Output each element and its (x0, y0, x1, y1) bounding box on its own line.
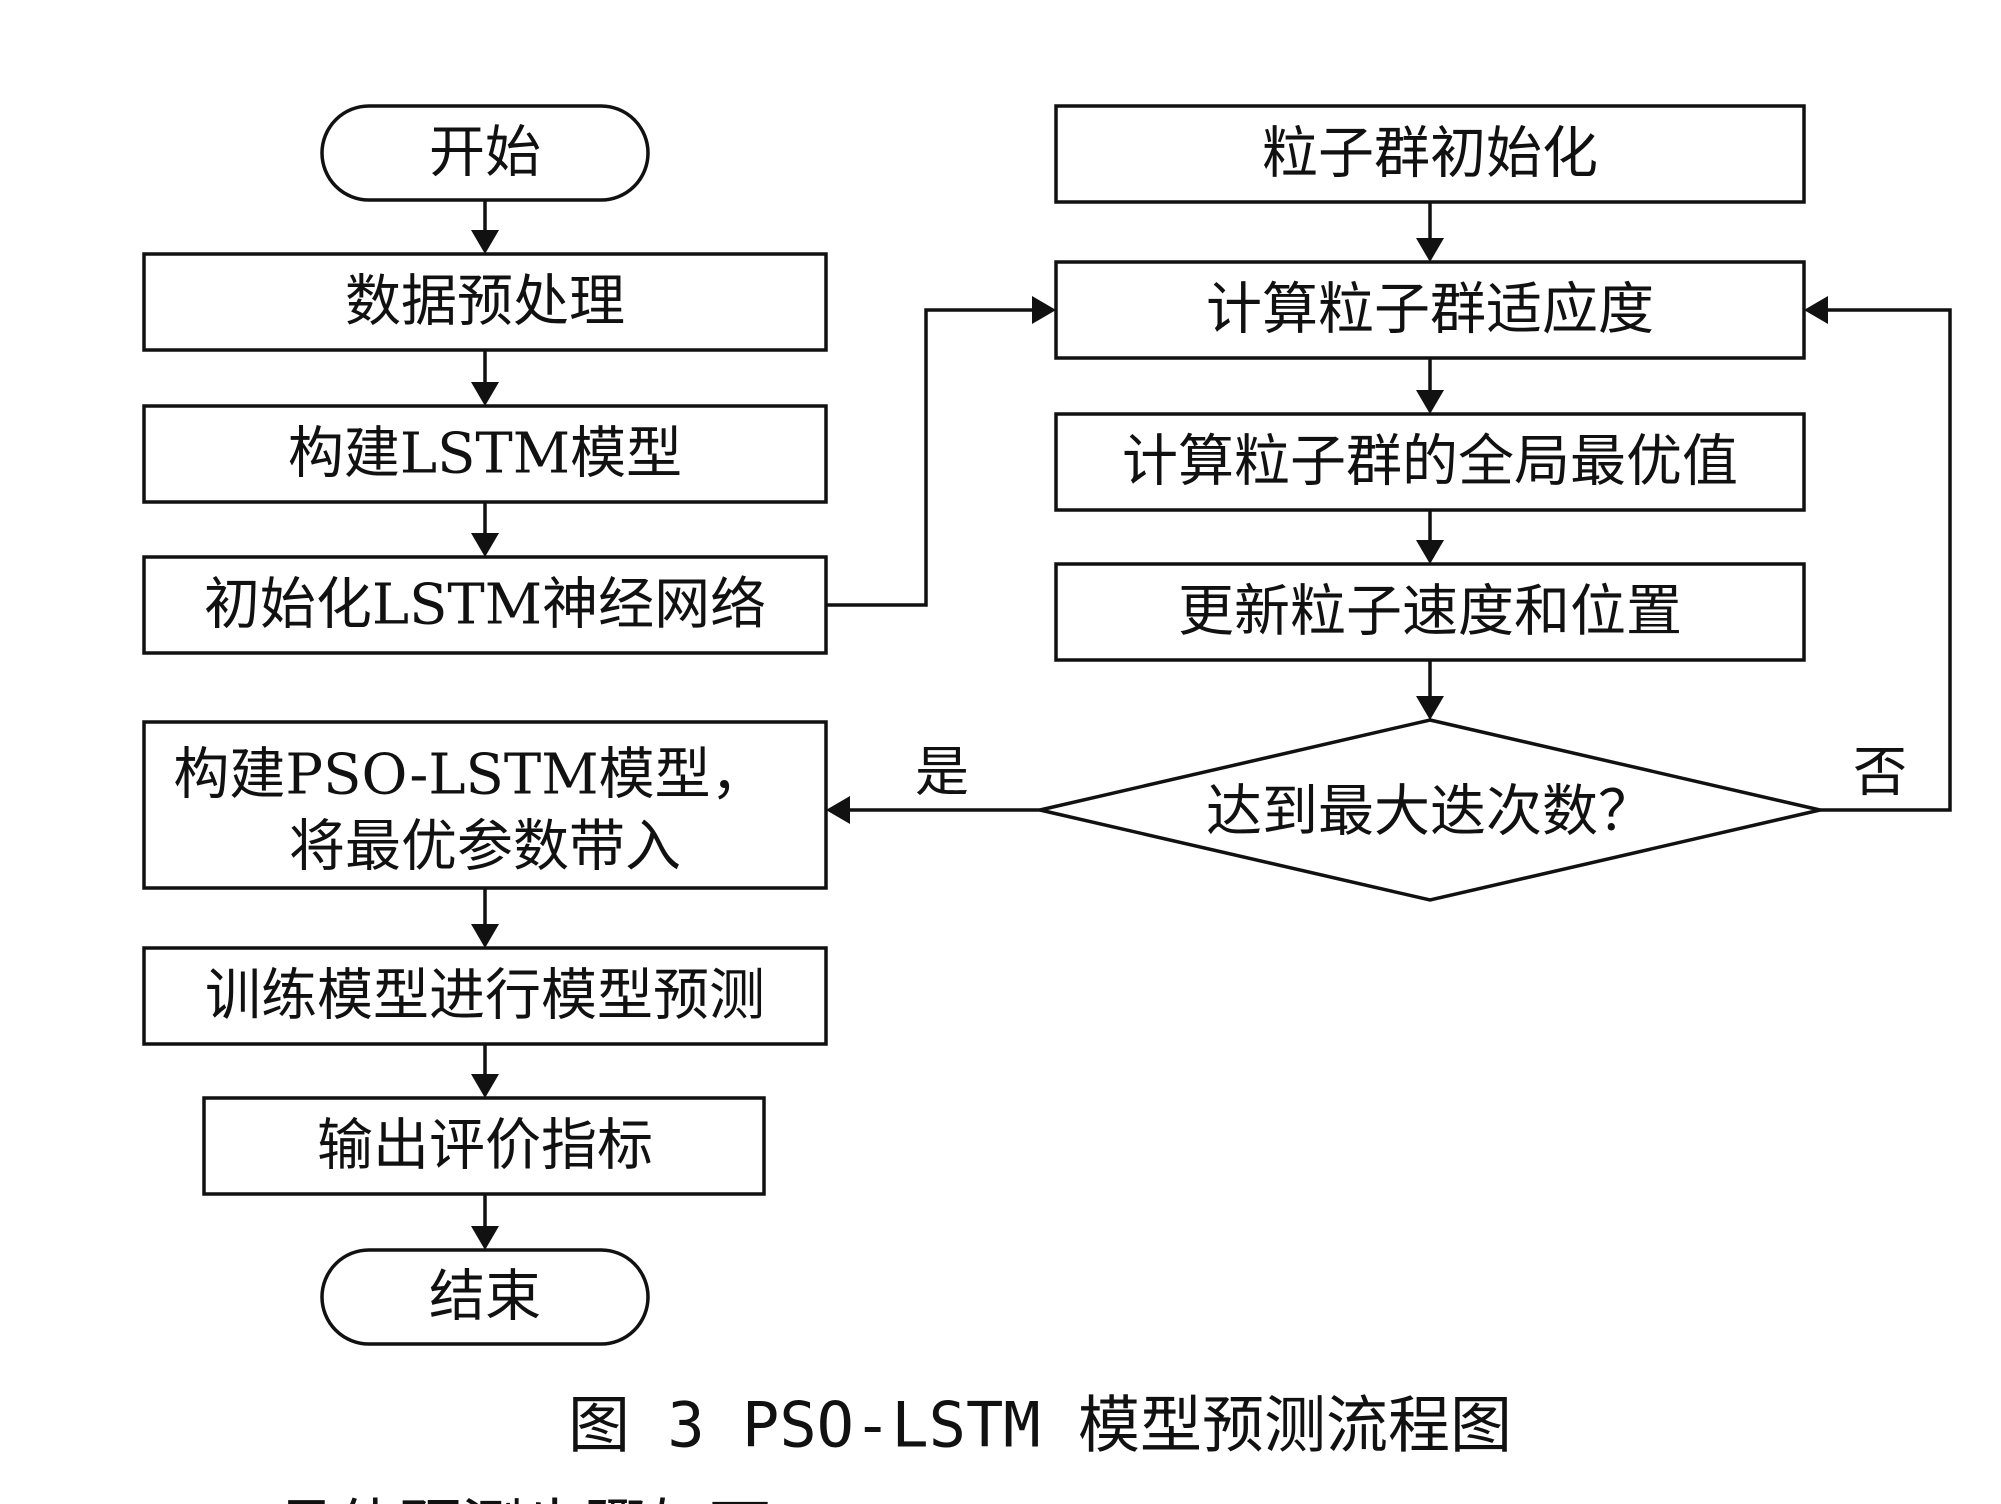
global-best-label: 计算粒子群的全局最优值 (1122, 430, 1738, 495)
fitness-box (1054, 260, 1806, 360)
arrowhead (1416, 540, 1444, 564)
max-iter-label: 达到最大迭次数？ (1206, 780, 1654, 845)
arrowhead (826, 796, 850, 824)
arrowhead (1416, 238, 1444, 262)
start-label: 开始 (429, 121, 541, 186)
train-predict-label: 训练模型进行模型预测 (205, 964, 765, 1029)
output-metrics-label: 输出评价指标 (317, 1114, 653, 1179)
arrow-init-lstm-fitness (826, 308, 1036, 607)
arrowhead (1416, 390, 1444, 414)
arrowhead (1804, 296, 1828, 324)
update-label: 更新粒子速度和位置 (1178, 580, 1682, 645)
build-pso-lstm-label-line1: 构建PSO-LSTM模型， (173, 743, 766, 808)
max-iter-decision (1039, 718, 1821, 902)
init-lstm-box (142, 555, 828, 655)
edge-label-no: 否 (1853, 741, 1907, 804)
update-box (1054, 562, 1806, 662)
arrowhead (471, 1226, 499, 1250)
init-lstm-label: 初始化LSTM神经网络 (204, 573, 766, 638)
pso-init-box (1054, 104, 1806, 204)
build-pso-lstm-label-line2: 将最优参数带入 (289, 815, 681, 880)
end-label: 结束 (429, 1265, 541, 1330)
pso-init-label: 粒子群初始化 (1262, 122, 1598, 187)
figure-caption: 图 3 PSO-LSTM 模型预测流程图 (568, 1389, 1512, 1462)
edge-label-yes: 是 (915, 741, 969, 804)
build-lstm-label: 构建LSTM模型 (288, 422, 682, 487)
arrowhead (471, 382, 499, 406)
arrowhead (471, 533, 499, 557)
preprocess-box (142, 252, 828, 352)
arrowhead (471, 924, 499, 948)
arrowhead (1032, 296, 1056, 324)
arrowhead (1416, 696, 1444, 720)
body-text-fragment: 具体预测步骤如下 (275, 1492, 771, 1504)
arrowhead (471, 230, 499, 254)
arrow-decision-no (1820, 308, 1952, 812)
fitness-label: 计算粒子群适应度 (1206, 278, 1654, 343)
preprocess-label: 数据预处理 (345, 270, 625, 335)
arrowhead (471, 1074, 499, 1098)
